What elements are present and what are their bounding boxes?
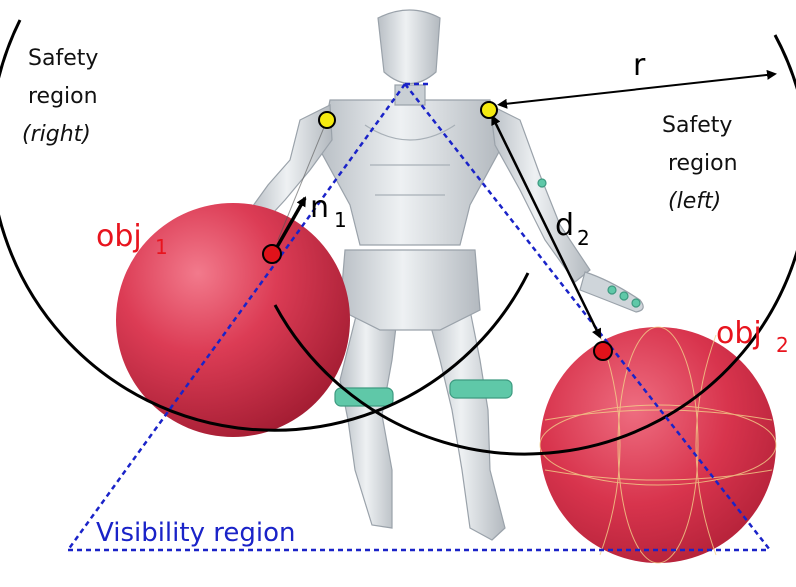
visibility-region-outline: [66, 82, 771, 552]
contact-point-obj1: [262, 244, 282, 264]
obj2-label: obj 2: [716, 316, 789, 357]
n1-arrow: [271, 196, 307, 255]
safety-right-line1: Safety: [28, 46, 98, 71]
d2-label-sub: 2: [577, 226, 590, 250]
safety-region-right-label: Safety region (right): [22, 46, 98, 147]
safety-left-line1: Safety: [662, 113, 732, 138]
obj1-label: obj 1: [96, 219, 168, 259]
d2-arrow: [491, 114, 602, 339]
r-label: r: [633, 48, 646, 83]
r-arrow: [497, 69, 777, 109]
safety-right-line3: (right): [22, 122, 91, 147]
safety-left-line2: region: [668, 151, 738, 176]
obj1-label-base: obj: [96, 219, 142, 254]
obj1-label-sub: 1: [155, 235, 168, 259]
contact-point-obj2: [593, 341, 613, 361]
d2-label-base: d: [555, 208, 574, 243]
n1-label-sub: 1: [334, 208, 347, 232]
safety-right-line2: region: [28, 84, 98, 109]
obj2-label-sub: 2: [776, 333, 789, 357]
safety-region-left-label: Safety region (left): [662, 113, 738, 214]
shoulder-point-left: [480, 101, 498, 119]
sphere-obj2: [539, 326, 777, 564]
n1-label: n 1: [310, 190, 347, 232]
safety-region-right-arc: [0, 19, 530, 432]
joint-link-right: [277, 119, 328, 241]
n1-label-base: n: [310, 190, 329, 225]
shoulder-point-right: [318, 111, 336, 129]
obj2-label-base: obj: [716, 316, 762, 351]
safety-region-left-arc: [273, 34, 796, 456]
d2-label: d 2: [555, 208, 590, 250]
visibility-region-label: Visibility region: [96, 518, 295, 548]
red-sphere-icon: [540, 327, 776, 563]
safety-left-line3: (left): [668, 189, 721, 214]
